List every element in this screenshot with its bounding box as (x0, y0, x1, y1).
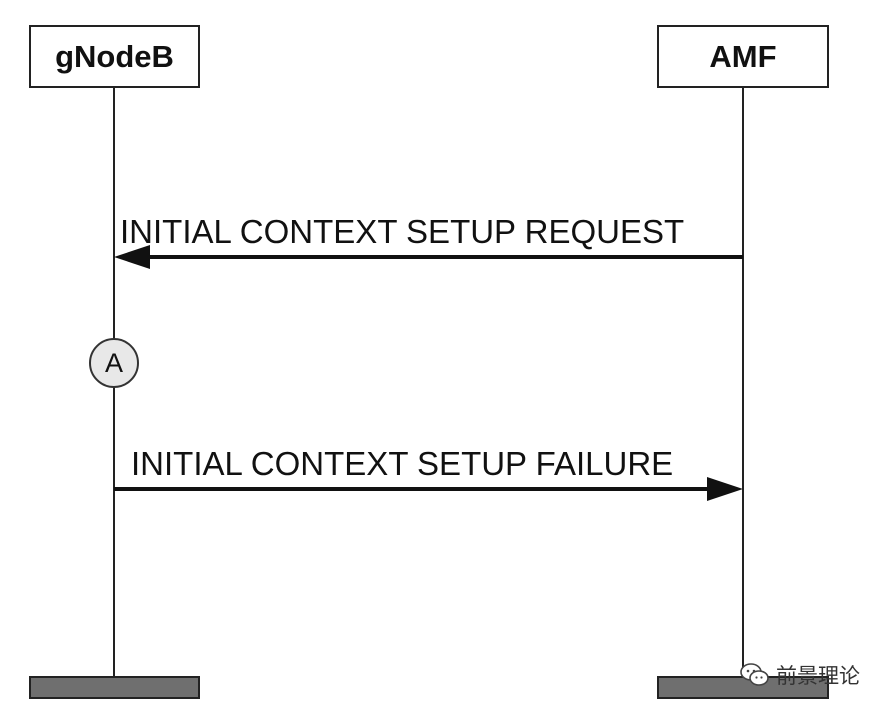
amf-lifeline (742, 88, 744, 676)
marker-a: A (89, 338, 139, 388)
gnodeb-end-bar (29, 676, 200, 699)
request-message-label: INITIAL CONTEXT SETUP REQUEST (120, 213, 685, 250)
failure-arrow-line (114, 487, 712, 491)
gnodeb-box: gNodeB (29, 25, 200, 88)
amf-box: AMF (657, 25, 829, 88)
watermark: 前景理论 (740, 660, 860, 690)
request-arrow-line (145, 255, 743, 259)
watermark-text: 前景理论 (776, 664, 860, 688)
gnodeb-label: gNodeB (55, 38, 174, 74)
failure-message-label: INITIAL CONTEXT SETUP FAILURE (131, 445, 674, 482)
marker-a-label: A (104, 347, 123, 378)
failure-arrowhead (707, 477, 743, 501)
amf-label: AMF (709, 38, 777, 74)
wechat-icon (740, 663, 769, 686)
request-arrowhead (114, 245, 150, 269)
